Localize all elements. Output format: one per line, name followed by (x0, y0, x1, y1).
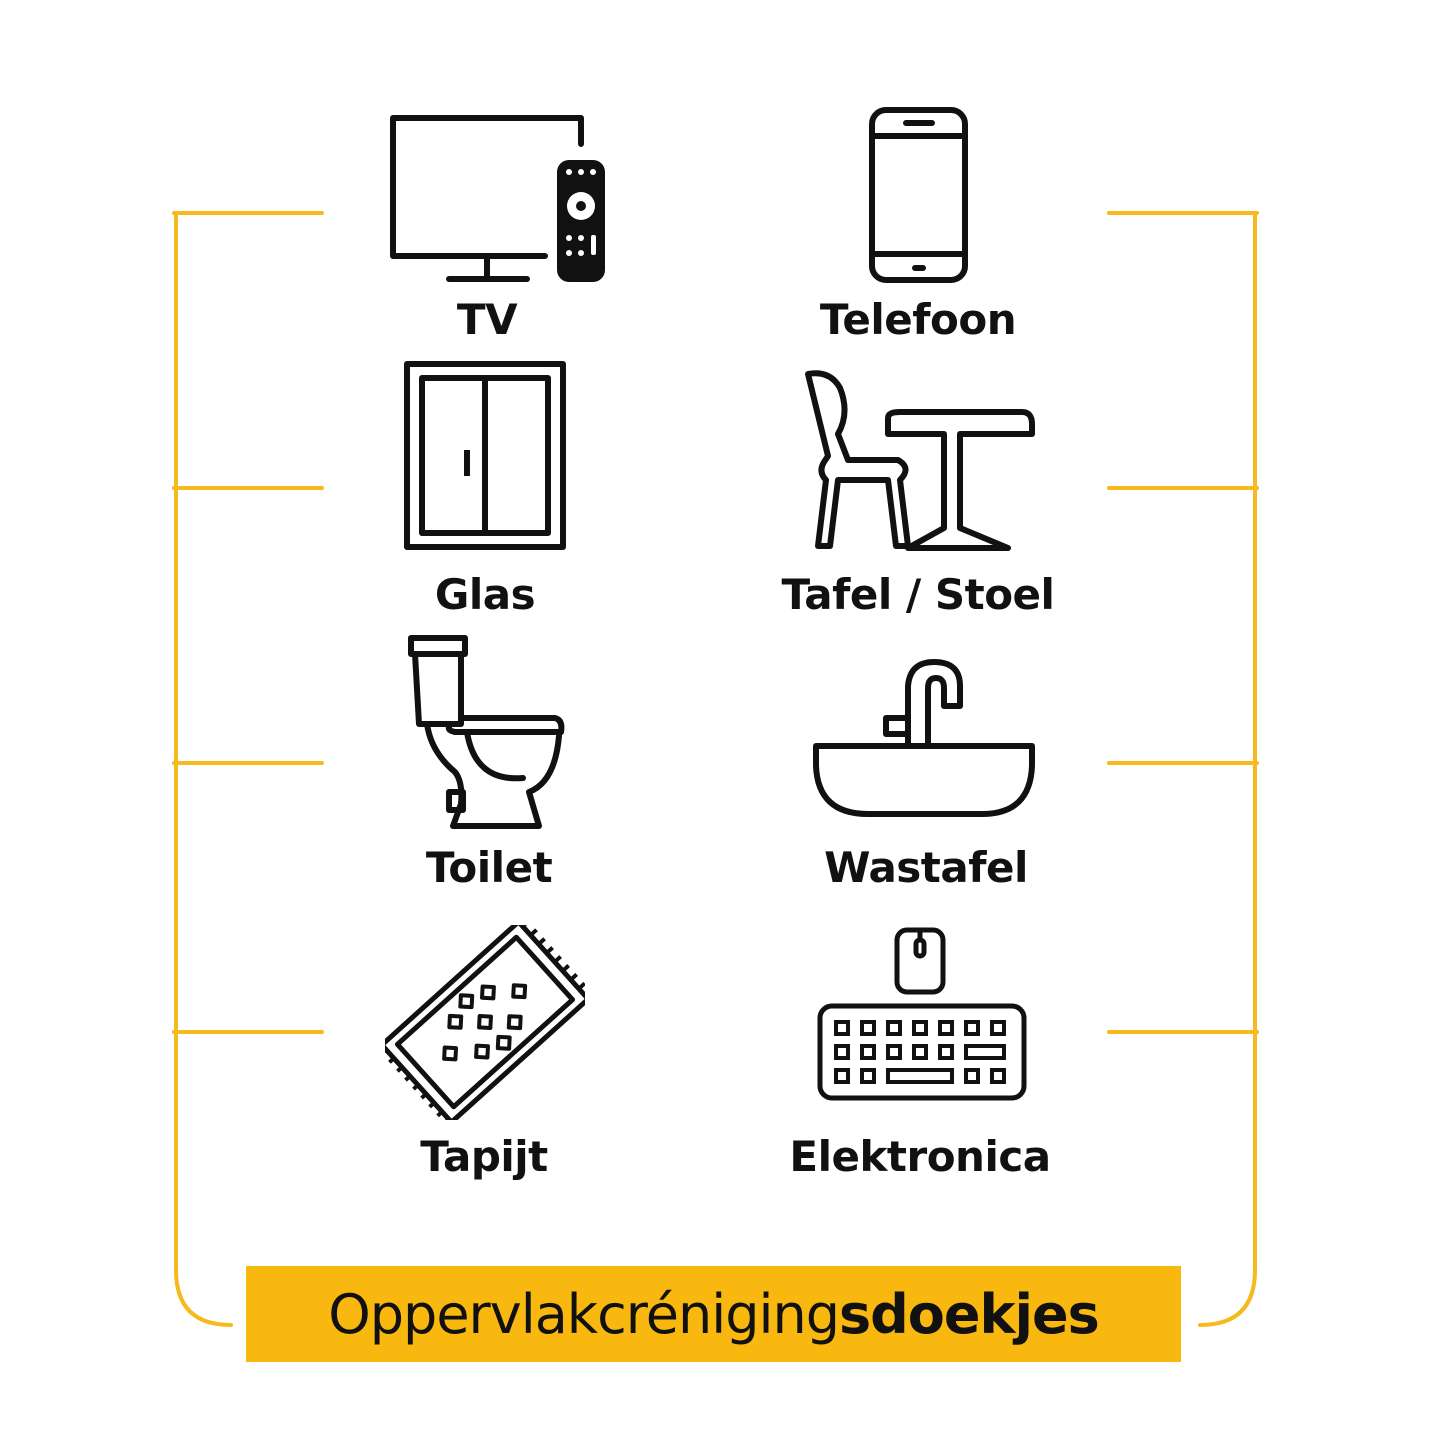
tv-with-remote-icon (390, 115, 605, 282)
table-chair-icon (805, 370, 1035, 551)
banner-title-bold: sdoekjes (839, 1282, 1100, 1346)
product-banner: Oppervlakcrénigingsdoekjes (246, 1266, 1181, 1362)
label-tapijt: Tapijt (420, 1132, 548, 1181)
item-wastafel (812, 656, 1037, 825)
label-elektronica: Elektronica (789, 1132, 1051, 1181)
rug-icon (379, 919, 593, 1125)
window-icon (404, 361, 566, 550)
keyboard-mouse-icon (817, 927, 1027, 1101)
label-tafel-stoel: Tafel / Stoel (781, 570, 1055, 619)
label-telefoon: Telefoon (819, 295, 1017, 344)
label-tv: TV (456, 295, 518, 344)
banner-title: Oppervlakcrénigingsdoekjes (328, 1282, 1100, 1346)
toilet-icon (408, 635, 565, 829)
item-toilet (405, 632, 570, 838)
label-toilet: Toilet (425, 843, 553, 892)
item-tv (385, 108, 615, 292)
item-telefoon (866, 104, 971, 290)
item-tapijt (379, 919, 593, 1125)
sink-icon (813, 659, 1035, 817)
item-glas (400, 358, 570, 557)
label-glas: Glas (434, 570, 536, 619)
banner-title-light: Oppervlakcréniging (328, 1282, 840, 1346)
item-elektronica (815, 926, 1030, 1108)
label-wastafel: Wastafel (824, 843, 1028, 892)
smartphone-icon (869, 107, 968, 283)
item-tafel-stoel (800, 368, 1040, 562)
